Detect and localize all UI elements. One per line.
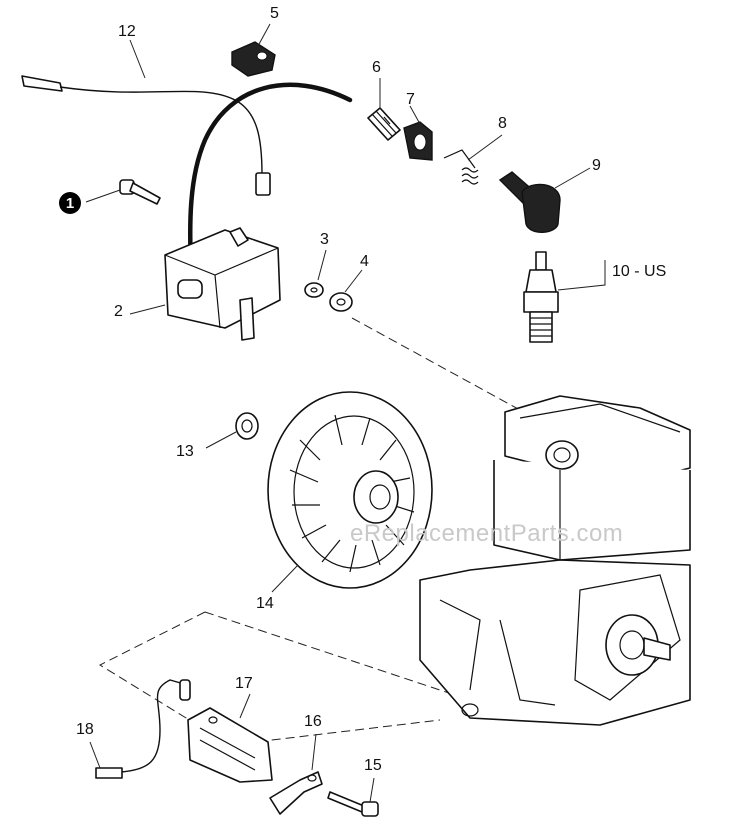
label-part-8: 8 xyxy=(498,115,507,132)
label-part-18: 18 xyxy=(76,721,94,738)
leader-15 xyxy=(369,777,375,803)
label-part-14: 14 xyxy=(256,595,274,612)
part-12-wire xyxy=(21,75,271,196)
leader-17 xyxy=(239,693,251,719)
part-15-bolt xyxy=(327,791,379,817)
leader-9 xyxy=(554,167,591,189)
label-part-10: 10 - US xyxy=(612,263,667,280)
leader-13 xyxy=(205,431,237,449)
leader-18 xyxy=(89,741,101,769)
label-part-3: 3 xyxy=(320,231,329,248)
label-part-4: 4 xyxy=(360,253,369,270)
leader-2 xyxy=(129,304,166,315)
part-2-ignition-coil xyxy=(164,82,353,341)
part-5-grommet xyxy=(231,41,276,77)
label-part-7: 7 xyxy=(406,91,415,108)
label-part-13: 13 xyxy=(176,443,194,460)
leader-4 xyxy=(344,269,363,293)
label-part-15: 15 xyxy=(364,757,382,774)
label-part-1-badge: 1 xyxy=(59,192,81,214)
assembly-line-ignition xyxy=(351,317,521,411)
label-part-9: 9 xyxy=(592,157,601,174)
leader-1 xyxy=(85,189,121,203)
part-4-nut xyxy=(329,292,353,312)
leader-12 xyxy=(129,39,146,79)
leader-10 xyxy=(557,260,606,291)
watermark: eReplacementParts.com xyxy=(350,520,624,547)
part-16-clip xyxy=(269,771,323,815)
part-17-bracket xyxy=(187,707,273,783)
part-7-holder xyxy=(403,121,433,161)
part-9-plug-boot xyxy=(498,171,561,233)
leader-3 xyxy=(317,249,327,281)
assembly-line-bracket xyxy=(98,611,471,746)
leader-7 xyxy=(409,105,421,125)
part-14-flywheel xyxy=(267,391,433,589)
part-13-bushing xyxy=(235,412,259,440)
part-3-washer xyxy=(304,282,324,298)
leader-14 xyxy=(271,564,299,593)
leader-16 xyxy=(311,733,317,771)
leader-5 xyxy=(257,23,271,47)
part-6-terminal xyxy=(367,107,401,141)
label-part-17: 17 xyxy=(235,675,253,692)
label-part-16: 16 xyxy=(304,713,322,730)
label-part-2: 2 xyxy=(114,303,123,320)
part-10-spark-plug xyxy=(523,251,559,343)
label-part-12: 12 xyxy=(118,23,136,40)
label-part-6: 6 xyxy=(372,59,381,76)
engine-block xyxy=(419,395,691,726)
label-part-5: 5 xyxy=(270,5,279,22)
part-18-wire xyxy=(95,679,191,779)
part-1-screw xyxy=(119,179,161,205)
part-8-spring xyxy=(443,149,479,185)
leader-8 xyxy=(467,134,503,161)
